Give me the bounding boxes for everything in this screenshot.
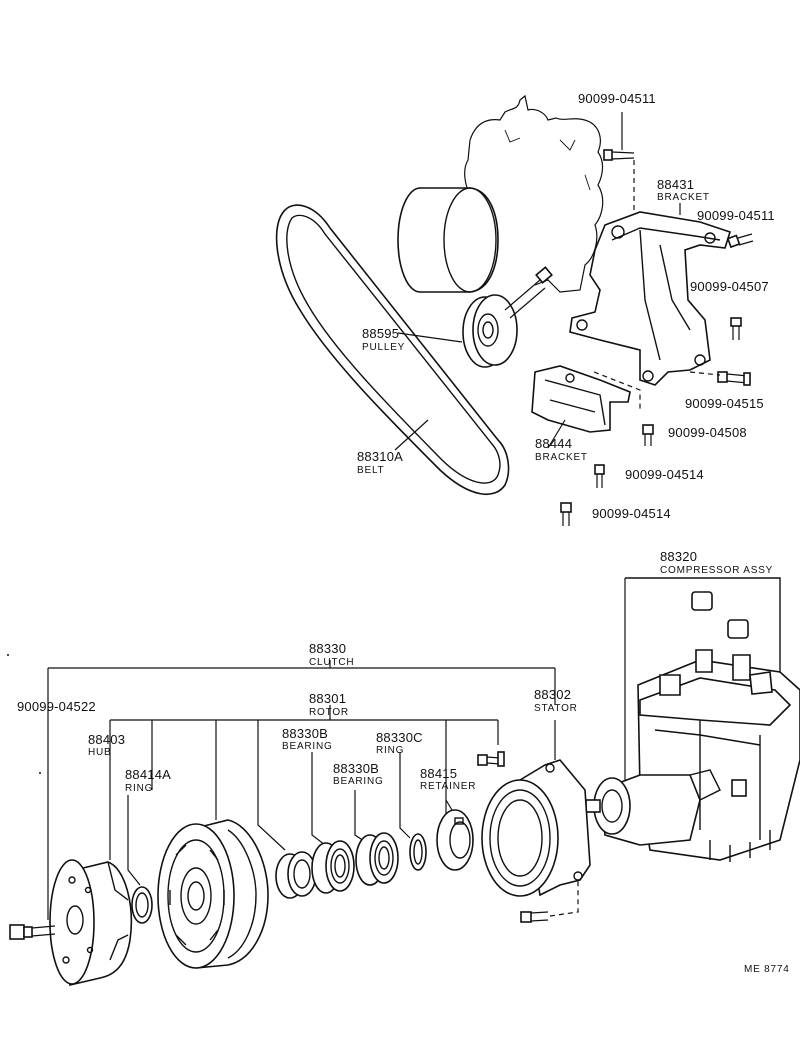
label-bolt-04508: 90099-04508 <box>668 425 747 440</box>
label-hub-name: HUB <box>88 747 112 758</box>
label-rotor-number: 88301 <box>309 691 347 706</box>
belt <box>275 204 510 496</box>
bearing-b <box>355 832 399 886</box>
label-stator-name: STATOR <box>534 703 578 714</box>
label-ring-88330c-number: 88330C <box>376 730 423 745</box>
label-bearing-a-name: BEARING <box>282 741 333 752</box>
label-bolt-04515: 90099-04515 <box>685 396 764 411</box>
label-retainer-name: RETAINER <box>420 781 477 792</box>
label-bolt-04507: 90099-04507 <box>690 279 769 294</box>
bracket-88444 <box>531 365 631 433</box>
rotor <box>157 819 269 969</box>
label-belt-number: 88310A <box>357 449 404 464</box>
label-hub-number: 88403 <box>88 732 126 747</box>
bearing-a <box>311 840 355 894</box>
label-bracket-88444-name: BRACKET <box>535 452 588 463</box>
stator-bolt-shape <box>520 911 549 923</box>
engine-pulley <box>397 187 499 293</box>
retainer-bolt-shape <box>477 751 505 767</box>
compressor-assy <box>585 577 800 862</box>
label-bearing-a-number: 88330B <box>282 726 329 741</box>
label-clutch-name: CLUTCH <box>309 657 355 668</box>
stator <box>481 759 591 897</box>
label-compressor-name: COMPRESSOR ASSY <box>660 565 774 576</box>
bolt-04522-shape <box>9 924 56 940</box>
bolt-04507-shape <box>730 317 742 340</box>
spacer-ring <box>275 851 317 899</box>
label-bolt-04511-top: 90099-04511 <box>578 91 656 106</box>
figure-code: ME 8774 <box>744 964 790 975</box>
label-bracket-88431-number: 88431 <box>657 177 695 192</box>
bolt-04511-right-shape <box>726 233 754 249</box>
label-pulley-number: 88595 <box>362 326 400 341</box>
bolt-04511-top-shape <box>603 149 635 161</box>
label-ring-88330c-name: RING <box>376 745 405 756</box>
label-ring-88414a-number: 88414A <box>125 767 172 782</box>
label-bolt-04522: 90099-04522 <box>17 699 96 714</box>
label-ring-88414a-name: RING <box>125 783 154 794</box>
ring-88330c <box>409 833 427 871</box>
label-bearing-b-number: 88330B <box>333 761 380 776</box>
label-stator-number: 88302 <box>534 687 572 702</box>
label-bracket-88444-number: 88444 <box>535 436 573 451</box>
label-bracket-88431-name: BRACKET <box>657 192 710 203</box>
bolt-04514-b-shape <box>560 502 572 526</box>
bolt-04515-shape <box>717 371 751 386</box>
idler-pulley <box>462 266 553 368</box>
label-rotor-name: ROTOR <box>309 707 349 718</box>
label-bolt-04514-b: 90099-04514 <box>592 506 671 521</box>
label-bearing-b-name: BEARING <box>333 776 384 787</box>
ring-88414a <box>131 886 153 924</box>
label-compressor-number: 88320 <box>660 549 698 564</box>
label-retainer-number: 88415 <box>420 766 458 781</box>
label-clutch-number: 88330 <box>309 641 347 656</box>
bracket-88431 <box>569 211 731 386</box>
label-bolt-04511-right: 90099-04511 <box>697 208 775 223</box>
bolt-04508-shape <box>642 424 654 446</box>
retainer <box>436 809 474 871</box>
label-pulley-name: PULLEY <box>362 342 406 353</box>
label-bolt-04514-a: 90099-04514 <box>625 467 704 482</box>
label-belt-name: BELT <box>357 465 385 476</box>
bolt-04514-a-shape <box>594 464 605 488</box>
hub <box>49 859 133 987</box>
